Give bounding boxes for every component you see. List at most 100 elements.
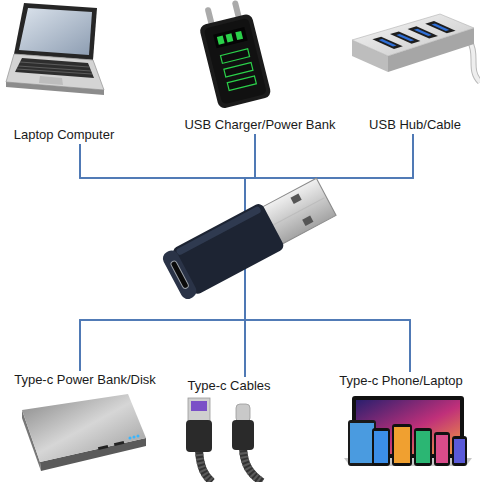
laptop-illustration-part bbox=[14, 3, 97, 60]
connector-line bbox=[80, 134, 255, 371]
adapter-illustration-part bbox=[262, 178, 336, 244]
device-label: Type-c Phone/Laptop bbox=[339, 373, 463, 389]
device-label: USB Hub/Cable bbox=[369, 117, 461, 133]
devices-illustration-part bbox=[372, 428, 390, 466]
usb-hub-illustration-part bbox=[396, 34, 414, 41]
charger-illustration bbox=[195, 0, 272, 109]
devices-illustration-part bbox=[374, 431, 388, 463]
cables-illustration bbox=[186, 398, 262, 482]
cables-illustration-part bbox=[232, 420, 254, 450]
cables-illustration-part bbox=[186, 420, 212, 452]
device-label-box: USB Hub/Cable bbox=[358, 116, 472, 134]
usb-hub-illustration-part bbox=[431, 23, 449, 30]
devices-illustration-part bbox=[454, 439, 465, 463]
devices-illustration-part bbox=[348, 420, 376, 466]
connector-line bbox=[245, 134, 410, 372]
laptop-illustration bbox=[6, 3, 104, 95]
adapter-illustration-part bbox=[171, 202, 285, 296]
connector-line bbox=[245, 134, 413, 377]
devices-illustration-part bbox=[416, 431, 430, 463]
charger-illustration-part bbox=[213, 27, 247, 48]
power-bank-illustration-part bbox=[137, 435, 140, 438]
connector-line bbox=[80, 144, 245, 377]
power-bank-illustration-part bbox=[129, 437, 132, 440]
devices-illustration bbox=[344, 396, 472, 466]
power-bank-illustration bbox=[22, 394, 146, 471]
device-label-box: Laptop Computer bbox=[8, 126, 120, 144]
cables-illustration-part bbox=[243, 448, 262, 482]
devices-illustration-part bbox=[394, 427, 410, 463]
laptop-illustration-part bbox=[6, 54, 104, 90]
usb-hub-illustration-part bbox=[470, 42, 480, 82]
usb-hub-illustration-part bbox=[425, 21, 455, 33]
charger-illustration-part bbox=[227, 76, 256, 91]
devices-illustration-part bbox=[356, 400, 460, 454]
device-label-box: Type-c Power Bank/Disk bbox=[6, 371, 164, 389]
device-label: USB Charger/Power Bank bbox=[184, 117, 335, 133]
cables-illustration-part bbox=[243, 448, 262, 482]
laptop-illustration-part bbox=[20, 62, 89, 67]
devices-illustration-part bbox=[392, 424, 412, 466]
usb-hub-illustration-part bbox=[470, 42, 480, 82]
power-bank-illustration-part bbox=[22, 410, 41, 471]
adapter-illustration-part bbox=[302, 216, 313, 226]
adapter-illustration-part bbox=[175, 206, 261, 256]
power-bank-illustration-part bbox=[114, 441, 124, 446]
device-label-box: Type-c Cables bbox=[172, 377, 286, 395]
device-label-box: Type-c Phone/Laptop bbox=[326, 372, 476, 390]
device-label: Type-c Power Bank/Disk bbox=[14, 372, 156, 388]
cables-illustration-part bbox=[236, 404, 250, 422]
charger-illustration-part bbox=[220, 49, 249, 64]
usb-hub-illustration-part bbox=[379, 39, 397, 46]
charger-illustration-part bbox=[235, 31, 243, 40]
power-bank-illustration-part bbox=[22, 394, 146, 462]
devices-illustration-part bbox=[352, 396, 464, 458]
laptop-illustration-part bbox=[39, 76, 63, 85]
cables-illustration-part bbox=[191, 401, 207, 411]
cables-illustration-part bbox=[199, 450, 212, 482]
cables-illustration-part bbox=[199, 450, 212, 482]
connector-line bbox=[245, 134, 413, 372]
usb-hub-illustration-part bbox=[352, 14, 474, 56]
laptop-illustration-part bbox=[17, 69, 92, 74]
usb-hub-illustration-part bbox=[408, 26, 438, 38]
charger-illustration-part bbox=[204, 18, 268, 105]
usb-hub-illustration bbox=[352, 14, 480, 82]
charger-illustration-part bbox=[226, 33, 234, 42]
devices-illustration-part bbox=[452, 436, 467, 466]
charger-illustration-part bbox=[199, 13, 272, 110]
cables-illustration-part bbox=[188, 398, 210, 422]
power-bank-illustration-part bbox=[133, 436, 136, 439]
usb-hub-illustration-part bbox=[352, 40, 388, 72]
usb-hub-illustration-part bbox=[390, 32, 420, 44]
connector-line bbox=[245, 134, 255, 377]
connector-line bbox=[80, 134, 413, 371]
charger-illustration-part bbox=[205, 7, 216, 28]
adapter-illustration-part bbox=[170, 260, 189, 289]
charger-illustration-part bbox=[224, 62, 253, 77]
device-label-box: USB Charger/Power Bank bbox=[183, 116, 337, 134]
laptop-illustration-part bbox=[15, 58, 94, 78]
devices-illustration-part bbox=[414, 428, 432, 466]
laptop-illustration-part bbox=[18, 66, 91, 71]
charger-illustration-part bbox=[232, 0, 243, 21]
usb-hub-illustration-part bbox=[414, 29, 432, 36]
usb-hub-illustration-part bbox=[372, 37, 402, 49]
usb-hub-illustration-part bbox=[388, 28, 474, 72]
adapter-illustration-part bbox=[273, 198, 324, 225]
power-bank-illustration-part bbox=[40, 438, 146, 471]
devices-illustration-part bbox=[344, 458, 472, 466]
usb-hub-illustration-part bbox=[372, 21, 455, 49]
device-label: Laptop Computer bbox=[14, 127, 114, 143]
devices-illustration-part bbox=[434, 432, 450, 466]
adapter-illustration-part bbox=[290, 193, 301, 203]
devices-illustration-part bbox=[350, 423, 374, 463]
devices-illustration-part bbox=[436, 435, 448, 463]
laptop-illustration-part bbox=[6, 82, 104, 95]
adapter-illustration-part bbox=[160, 248, 199, 301]
power-bank-illustration-part bbox=[98, 445, 108, 450]
adapter-illustration bbox=[160, 174, 338, 302]
